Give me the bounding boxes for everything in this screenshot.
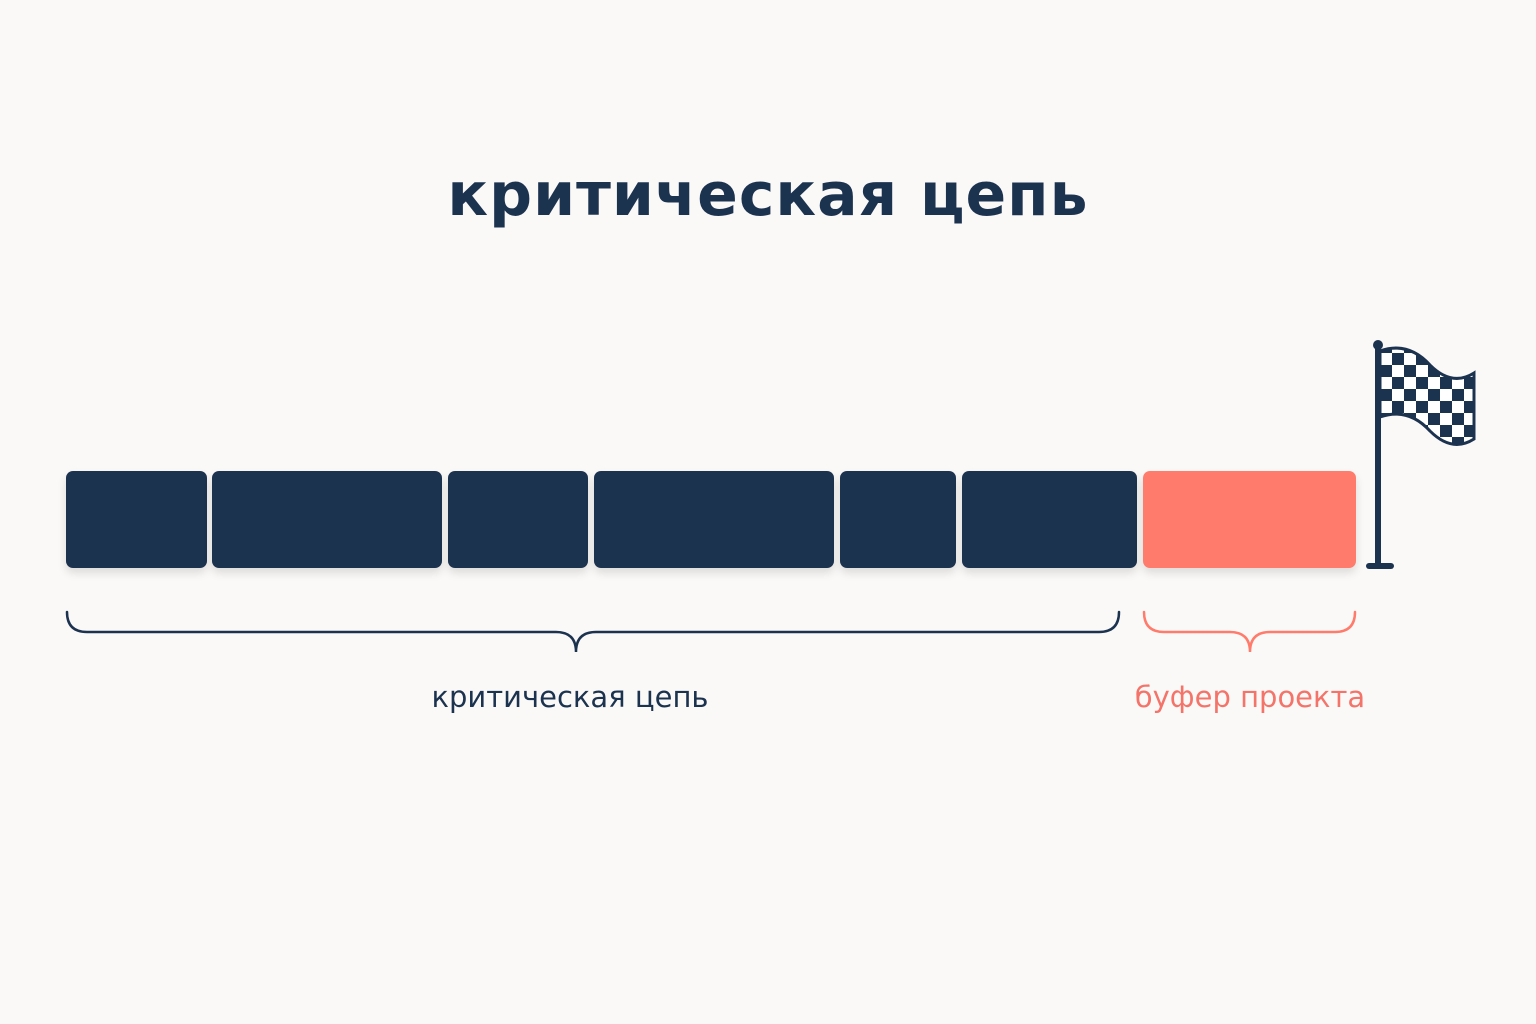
- chain-label: критическая цепь: [431, 680, 709, 714]
- chain-task-4: [594, 471, 834, 568]
- chain-task-6: [962, 471, 1137, 568]
- chain-task-5: [840, 471, 956, 568]
- chain-task-2: [212, 471, 442, 568]
- chain-task-1: [66, 471, 207, 568]
- diagram-title: критическая цепь: [447, 160, 1089, 230]
- project-buffer-block: [1143, 471, 1356, 568]
- checkered-flag-icon: [1366, 340, 1476, 569]
- buffer-brace: [1142, 610, 1357, 653]
- buffer-label: буфер проекта: [1134, 680, 1366, 714]
- chain-task-3: [448, 471, 588, 568]
- chain-brace: [65, 610, 1121, 653]
